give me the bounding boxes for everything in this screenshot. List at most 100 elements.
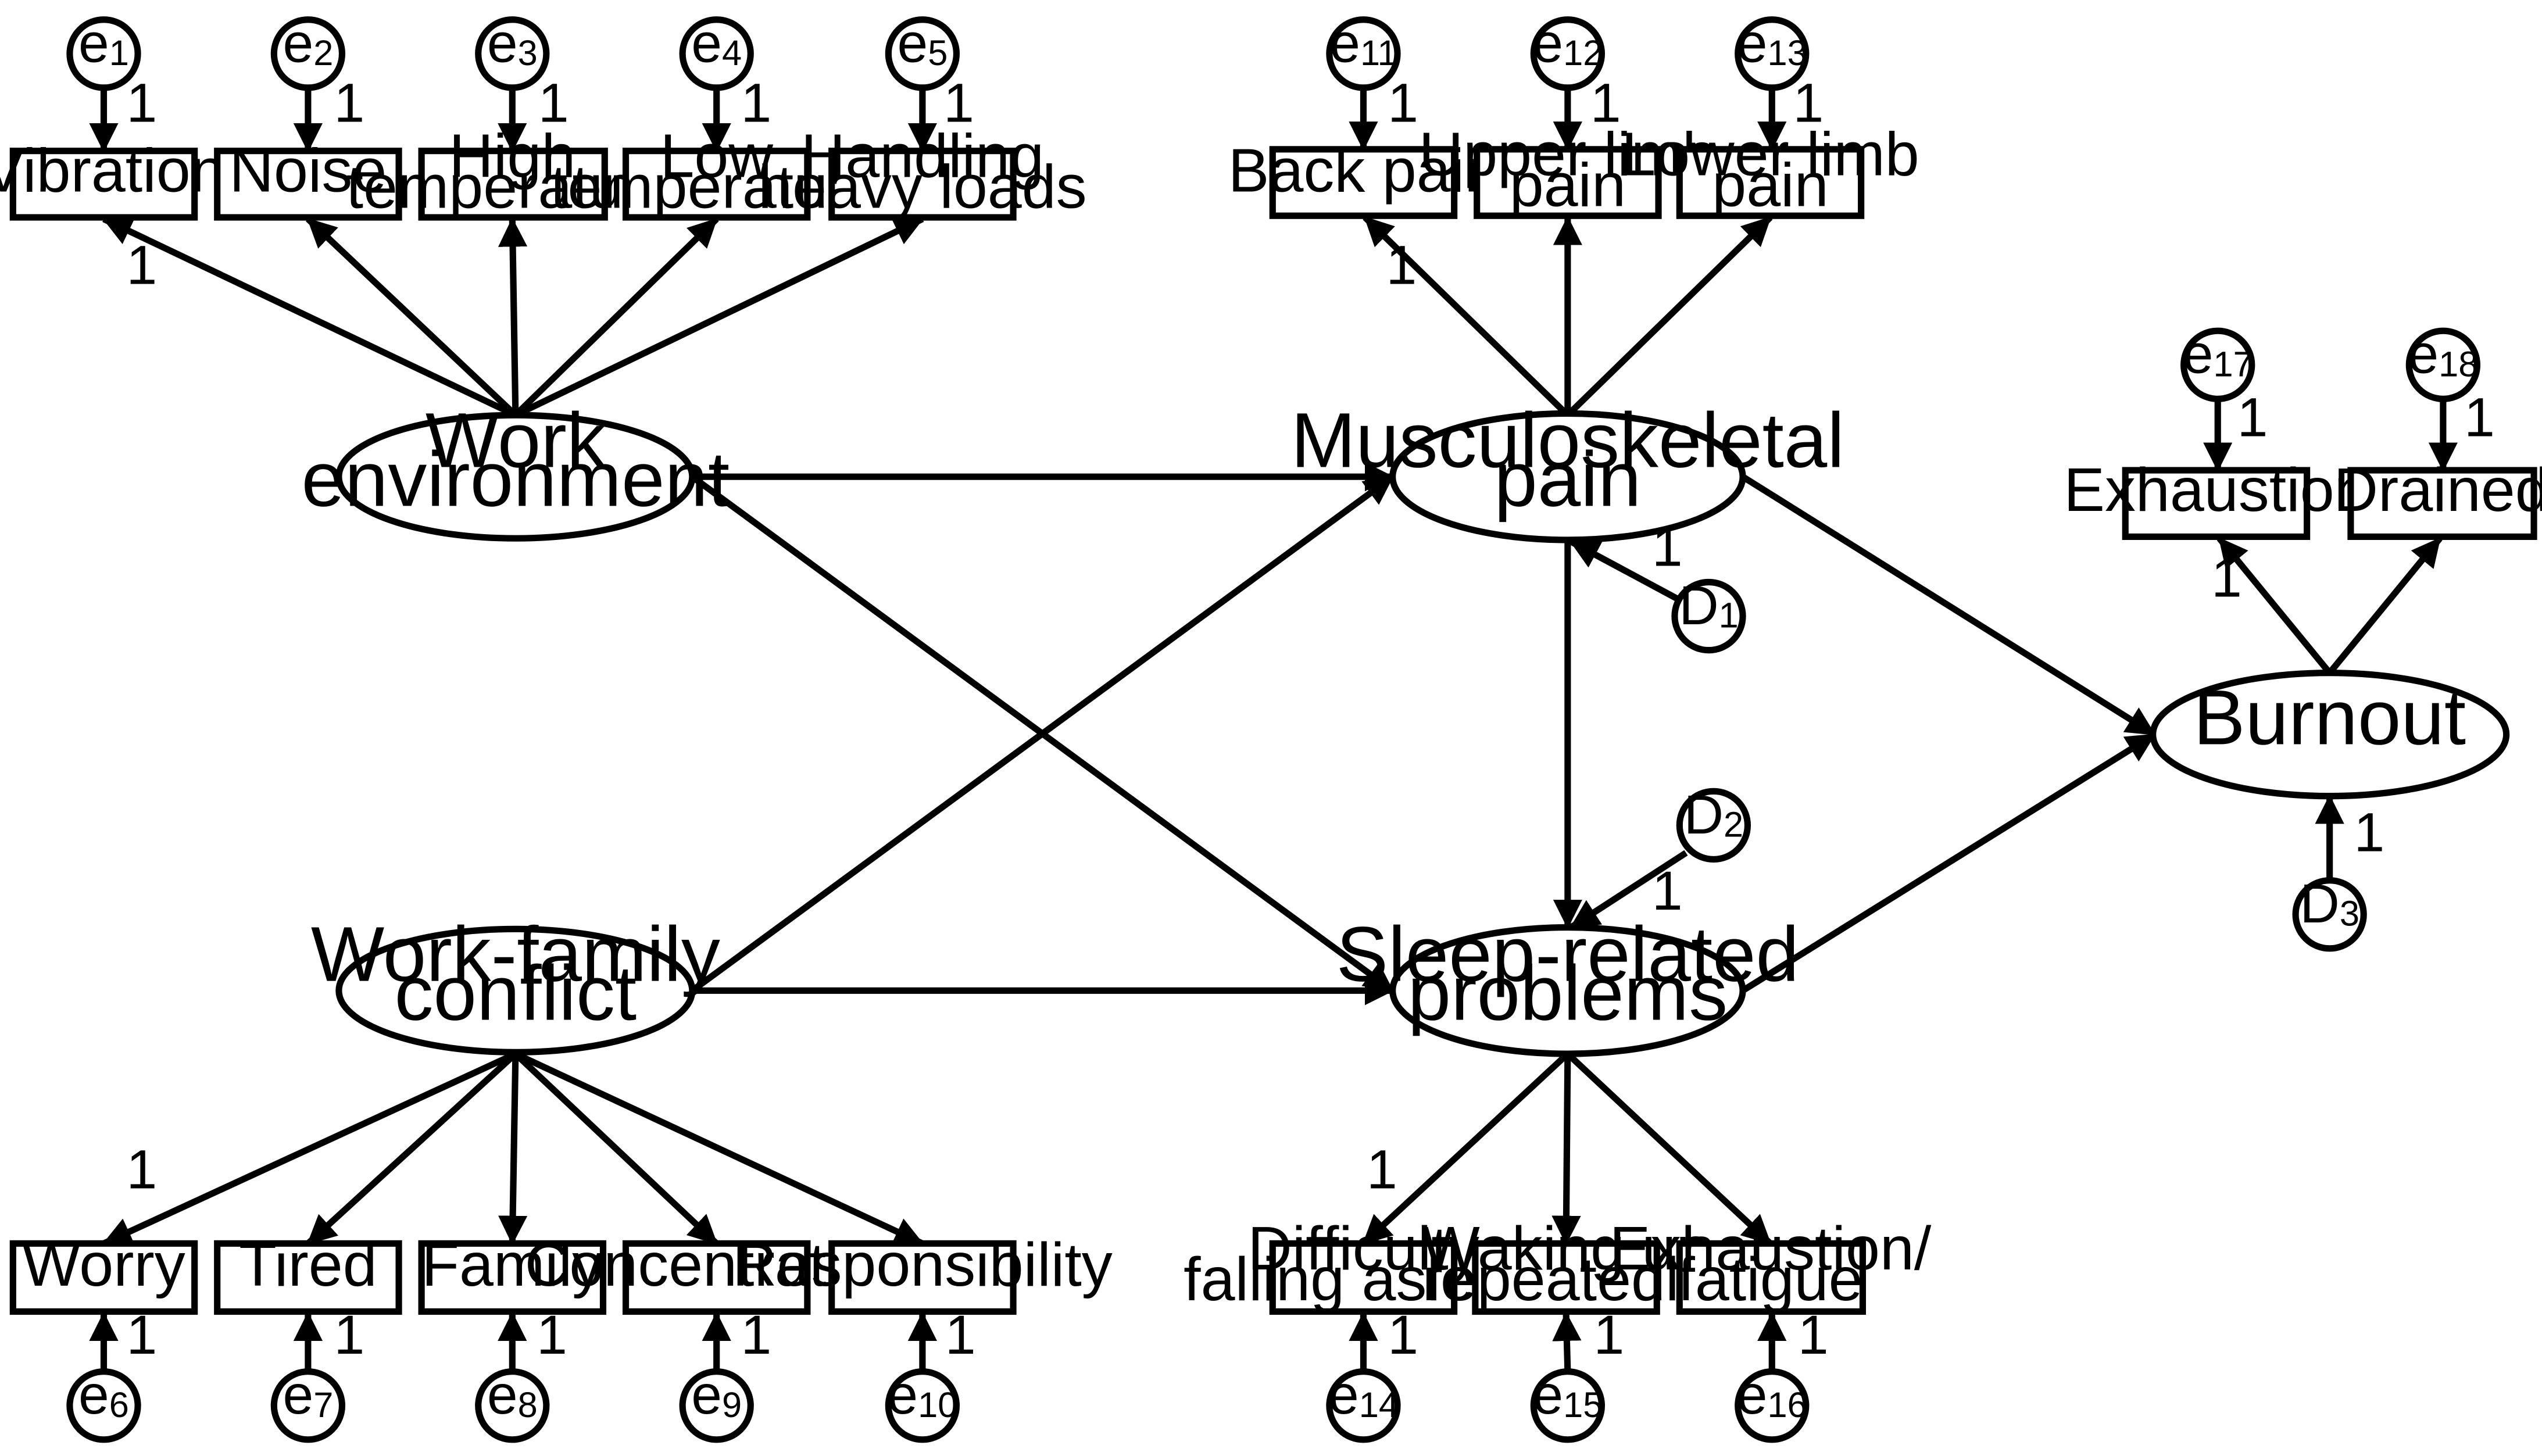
disturbance-d1-sub: 1 [1719,596,1739,636]
latent-sleep-related-problems-line2: problems [1408,950,1728,1037]
indicator-drained: Drained [2334,456,2542,540]
weight-e3: 1 [538,72,569,134]
indicator-handling-heavy-loads-line2: heavy loads [758,152,1087,221]
svg-text:e13: e13 [1737,12,1807,74]
svg-text:e1: e1 [78,12,129,74]
disturbance-d3: D3 [2292,873,2367,952]
disturbance-d1: D1 [1671,575,1746,654]
svg-text:e9: e9 [691,1364,742,1426]
edge-e15-waking-up-repeatedly [1552,1311,1582,1372]
edge-d2-sleep [1569,850,1688,931]
error-e11-sub: 11 [1360,33,1397,73]
error-e12-sub: 12 [1563,33,1603,73]
error-e17-sub: 17 [2213,344,2253,384]
latent-sleep-related-problems-line1: Sleep-related [1336,911,1799,998]
error-e2-base: e [283,12,313,74]
latent-musculoskeletal-pain-line2: pain [1494,436,1641,523]
error-e2-sub: 2 [313,33,333,73]
error-e7-base: e [283,1364,313,1426]
error-e16-sub: 16 [1768,1385,1807,1425]
error-e4: e4 [679,12,754,91]
indicator-upper-limb-pain-line1: Upper limb [1419,120,1717,188]
error-e7: e7 [270,1364,346,1443]
weight-e18: 1 [2464,387,2495,448]
weight-e2: 1 [334,72,365,134]
weight-vibration-loading: 1 [127,234,158,296]
svg-text:e12: e12 [1532,12,1603,74]
error-e8-sub: 8 [518,1385,538,1425]
weight-d3: 1 [2354,802,2384,863]
indicator-tired: Tired [214,1230,402,1315]
svg-text:e15: e15 [1532,1364,1603,1426]
indicator-exhaustion-fatigue-line1: Exhaustion/ [1610,1214,1932,1283]
weight-e1: 1 [127,72,158,134]
latent-variables: Work environment Musculoskeletal pain Wo… [302,397,2510,1057]
edge-wfc-worry [102,1051,517,1247]
svg-text:D2: D2 [1684,784,1744,846]
weight-e13: 1 [1793,72,1824,134]
indicator-low-temperature-line1: Low [660,121,773,190]
svg-text:e2: e2 [283,12,333,74]
indicator-back-pain: Back pain [1228,136,1499,219]
error-e14-base: e [1328,1364,1359,1426]
indicator-handling-heavy-loads: Handling heavy loads [758,121,1087,221]
edges [89,87,2458,1372]
edge-wfc-msp [690,474,1395,993]
error-e18-base: e [2408,324,2439,385]
latent-work-environment-line1: Work [426,397,606,484]
error-e18: e18 [2405,324,2481,402]
weight-e4: 1 [741,72,772,134]
error-e14: e14 [1326,1364,1401,1443]
disturbance-d1-base: D [1679,575,1718,636]
error-e6-base: e [78,1364,109,1426]
svg-text:e18: e18 [2408,324,2478,385]
error-e3-sub: 3 [518,33,538,73]
edge-wfc-tired [306,1051,518,1246]
indicator-lower-limb-pain: Lower limb pain [1621,120,1919,219]
error-e10-base: e [887,1364,918,1426]
error-e14-sub: 14 [1359,1385,1399,1425]
indicator-handling-heavy-loads-line1: Handling [801,121,1044,190]
svg-text:e10: e10 [887,1364,957,1426]
weight-e11: 1 [1388,72,1418,134]
svg-text:e8: e8 [487,1364,538,1426]
svg-text:e17: e17 [2183,324,2253,385]
indicator-lower-limb-pain-line2: pain [1712,151,1828,219]
indicator-worry-label: Worry [22,1230,185,1299]
edge-workenv-vibration [102,216,517,418]
edge-wfc-family [498,1053,528,1245]
error-e13-base: e [1737,12,1768,74]
indicator-waking-up-repeatedly: Waking up repeatedly [1422,1214,1710,1315]
indicator-lower-limb-pain-line1: Lower limb [1621,120,1919,188]
latent-sleep-related-problems: Sleep-related problems [1336,911,1799,1057]
edge-sleep-burnout [1741,731,2157,994]
weight-back-pain-loading: 1 [1386,234,1417,296]
indicator-noise-label: Noise [229,136,387,205]
indicator-upper-limb-pain-line2: pain [1510,151,1626,219]
error-e5: e5 [885,12,960,91]
edge-msp-back-pain [1363,215,1570,418]
error-e6-sub: 6 [109,1385,129,1425]
error-e15-base: e [1532,1364,1563,1426]
error-e4-base: e [691,12,722,74]
edge-msp-burnout [1741,474,2157,738]
edge-workenv-high-temperature [498,217,528,416]
latent-burnout-label: Burnout [2193,674,2466,761]
error-e12-base: e [1532,12,1563,74]
edge-d1-msp [1569,538,1681,603]
indicator-exhaustion-fatigue: Exhaustion/ fatigue [1610,1214,1932,1315]
error-e9-sub: 9 [722,1385,742,1425]
edge-sleep-waking-up-repeatedly [1551,1054,1581,1245]
svg-text:e4: e4 [691,12,742,74]
edge-burnout-exhaustion [2216,536,2332,675]
svg-text:e6: e6 [78,1364,129,1426]
error-e10: e10 [885,1364,960,1443]
error-e17: e17 [2180,324,2255,402]
error-e15-sub: 15 [1563,1385,1603,1425]
edge-workenv-noise [306,216,518,418]
indicator-responsibility: Responsibility [732,1230,1113,1315]
error-e3-base: e [487,12,518,74]
indicator-family: Family [418,1230,607,1315]
latent-work-family-conflict-line1: Work-family [311,911,720,998]
svg-text:D1: D1 [1679,575,1739,636]
